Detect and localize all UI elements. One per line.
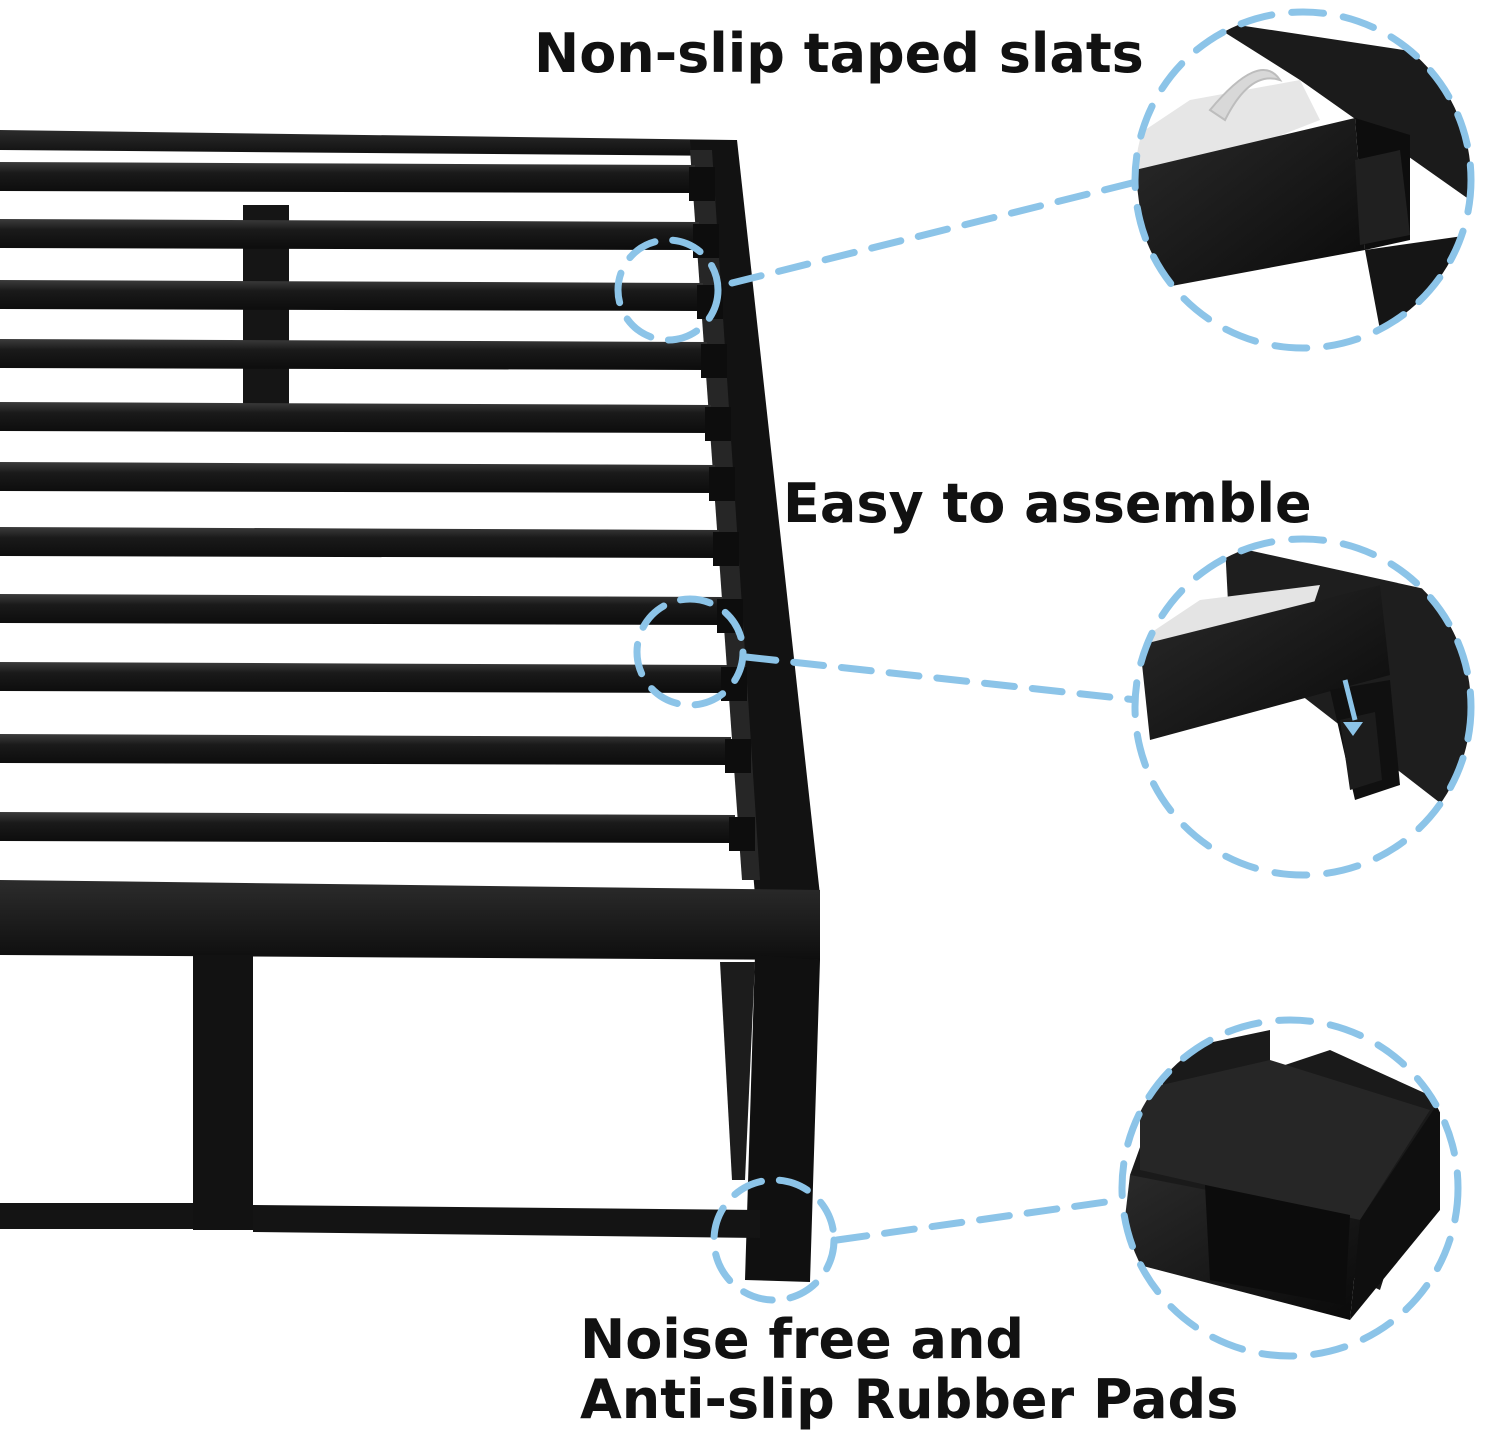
assemble-connector-line <box>742 653 1141 704</box>
slat <box>0 812 735 843</box>
callout-connectors <box>614 178 1141 1304</box>
slat <box>0 734 731 765</box>
slat <box>0 594 723 625</box>
slat-end-cap <box>705 407 731 441</box>
slat <box>0 402 711 433</box>
slats-connector-line <box>728 178 1140 287</box>
corner-leg-back <box>720 962 755 1180</box>
rubber-pad-closeup-icon <box>1118 1016 1462 1360</box>
slat-end-cap <box>689 167 715 201</box>
slats <box>0 162 755 851</box>
callout-label-slats: Non-slip taped slats <box>534 22 1144 85</box>
callout-label-assemble: Easy to assemble <box>783 472 1312 535</box>
callout-label-pads-line-1: Noise free and <box>580 1308 1025 1371</box>
slats-closeup-ring <box>1131 8 1475 352</box>
slat <box>0 662 727 693</box>
center-leg <box>193 955 253 1230</box>
slat <box>0 462 715 493</box>
back-rail <box>0 130 737 156</box>
slat <box>0 280 703 311</box>
slat-end-cap <box>709 467 735 501</box>
callout-label-pads-line-2: Anti-slip Rubber Pads <box>580 1368 1239 1432</box>
front-rail <box>0 880 820 960</box>
bed-frame <box>0 130 820 1282</box>
slat-end-cap <box>729 817 755 851</box>
slat-hook-closeup-icon <box>1131 535 1475 879</box>
slat-end-cap <box>713 532 739 566</box>
slat <box>0 527 719 558</box>
slat <box>0 219 699 250</box>
bottom-rail-right <box>253 1205 760 1238</box>
slat-end-cap <box>701 344 727 378</box>
assemble-marker-circle <box>633 595 747 709</box>
slat <box>0 162 695 193</box>
slat-tape-closeup-icon <box>1131 8 1475 352</box>
corner-leg <box>745 955 820 1282</box>
pads-closeup-ring <box>1118 1016 1462 1360</box>
slat <box>0 339 707 370</box>
pads-connector-line <box>833 1196 1124 1244</box>
bottom-rail-left <box>0 1203 193 1229</box>
slats-marker-circle <box>614 236 722 344</box>
callout-label-pads: Noise free and Anti-slip Rubber Pads <box>580 1308 1239 1432</box>
assemble-closeup-ring <box>1131 535 1475 879</box>
slat-end-cap <box>725 739 751 773</box>
